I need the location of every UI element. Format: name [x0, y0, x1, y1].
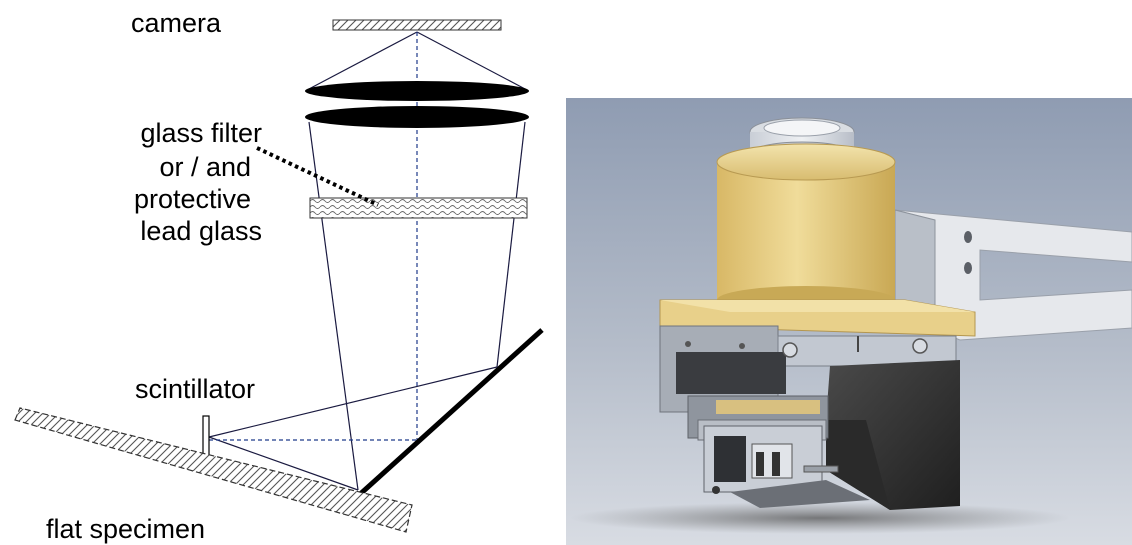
- label-scintillator: scintillator: [135, 374, 255, 404]
- mirror-block: [826, 360, 960, 510]
- cad-rendering: [566, 98, 1132, 545]
- scintillator-rays: [208, 366, 498, 491]
- camera-sensor: [332, 19, 502, 31]
- flat-specimen: [14, 407, 413, 533]
- label-camera: camera: [131, 8, 222, 38]
- camera-rays: [306, 31, 528, 91]
- cone-rays: [308, 121, 526, 491]
- flange-plate: [659, 299, 976, 337]
- scintillator-assembly: [687, 395, 870, 508]
- glass-filter-plate: [309, 197, 528, 219]
- label-flat-specimen: flat specimen: [46, 514, 205, 544]
- label-filter-line-4: lead glass: [140, 216, 262, 246]
- mirror: [356, 328, 544, 498]
- label-filter-line-3: protective: [134, 184, 251, 214]
- cad-shadow: [570, 502, 1070, 534]
- filter-leader-line: [256, 146, 379, 207]
- camera-housing: [716, 143, 896, 314]
- label-filter-line-1: glass filter: [140, 118, 262, 148]
- optical-schematic: camera glass filter or / and protective …: [14, 8, 544, 544]
- lens-lower: [305, 106, 529, 128]
- label-filter-line-2: or / and: [159, 152, 251, 182]
- lens-upper: [305, 81, 529, 101]
